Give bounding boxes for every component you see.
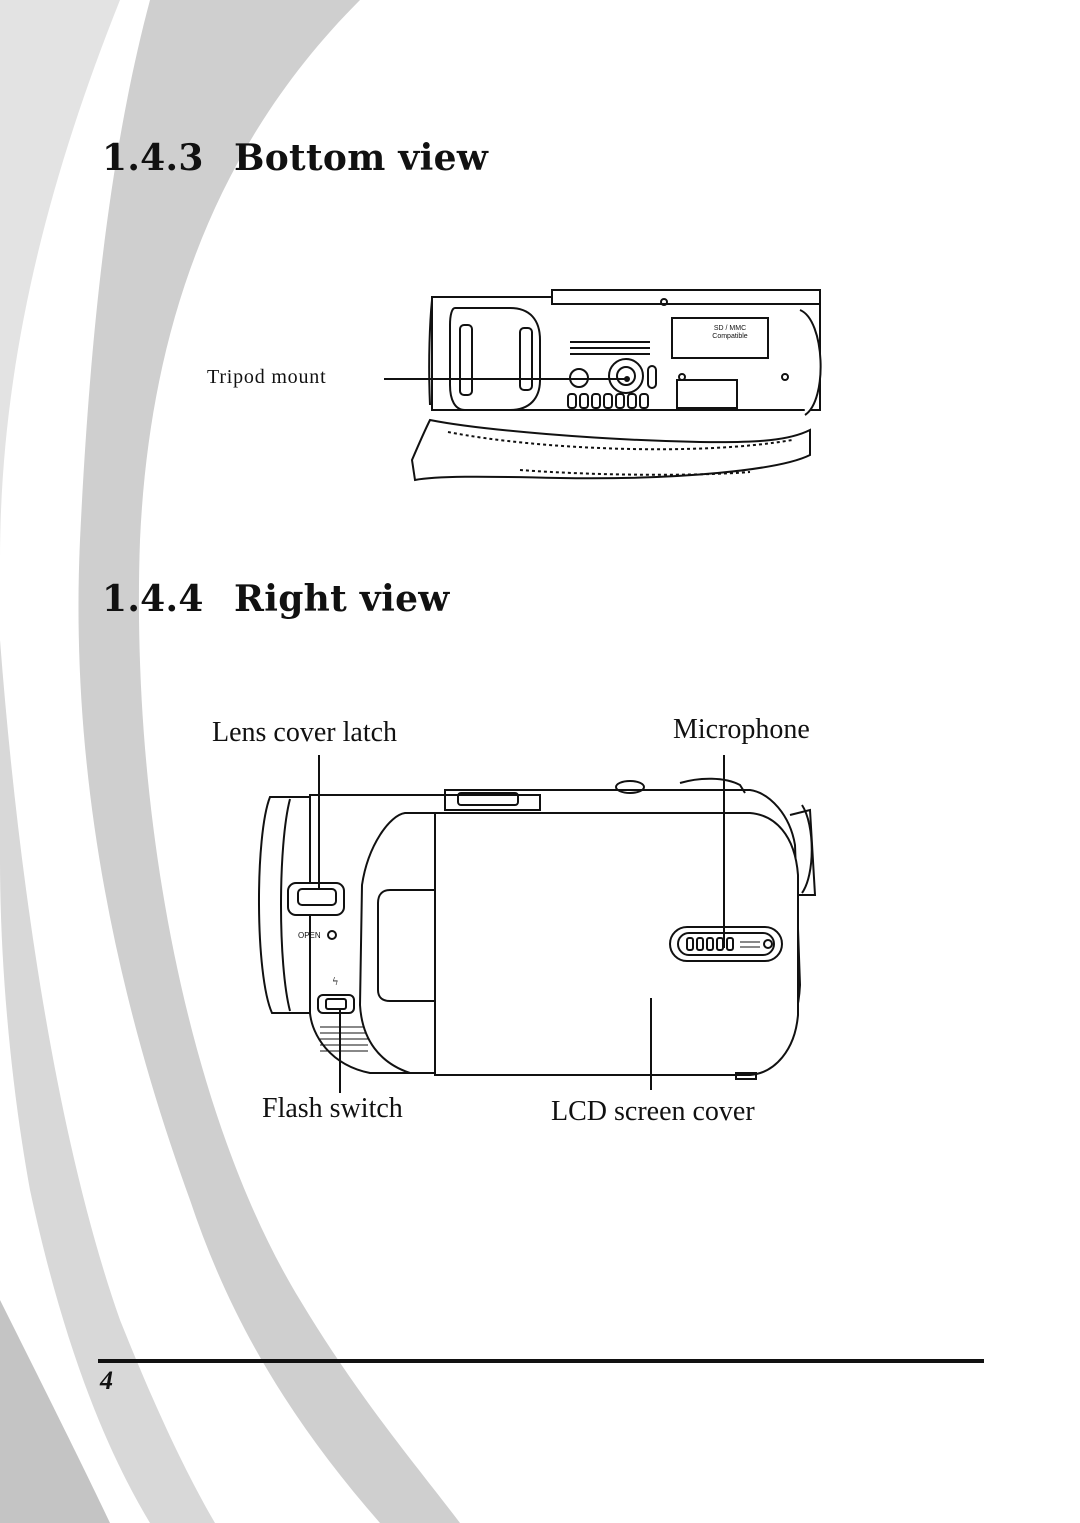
leader-line-tripod-mount — [384, 376, 630, 382]
svg-text:ϟ: ϟ — [332, 977, 339, 988]
svg-text:SD / MMC: SD / MMC — [714, 325, 746, 332]
section-number: 1.4.4 — [102, 578, 204, 620]
section-title: Bottom view — [234, 137, 489, 179]
callout-flash-switch: Flash switch — [262, 1093, 403, 1124]
callout-lcd-screen-cover: LCD screen cover — [551, 1096, 755, 1127]
swoosh-main — [78, 0, 461, 1523]
page-number: 4 — [100, 1366, 113, 1395]
open-mark: OPEN — [298, 931, 321, 940]
callout-tripod-mount: Tripod mount — [207, 366, 327, 388]
footer-rule — [98, 1359, 984, 1363]
callout-microphone: Microphone — [673, 714, 810, 745]
right-view-leader-lines — [318, 755, 725, 1093]
swoosh-bottom-band — [0, 1300, 110, 1523]
section-title: Right view — [234, 578, 450, 620]
swoosh-outer — [0, 0, 120, 560]
section-number: 1.4.3 — [102, 137, 204, 179]
svg-text:Compatible: Compatible — [712, 333, 748, 340]
callout-lens-cover-latch: Lens cover latch — [212, 717, 398, 748]
right-view-illustration: OPEN ϟ — [258, 777, 817, 1080]
section-heading-bottom-view: 1.4.3 Bottom view — [102, 137, 488, 179]
bottom-view-illustration: SD / MMC Compatible — [410, 289, 822, 482]
swoosh-left-band — [0, 640, 215, 1523]
section-heading-right-view: 1.4.4 Right view — [102, 578, 450, 620]
